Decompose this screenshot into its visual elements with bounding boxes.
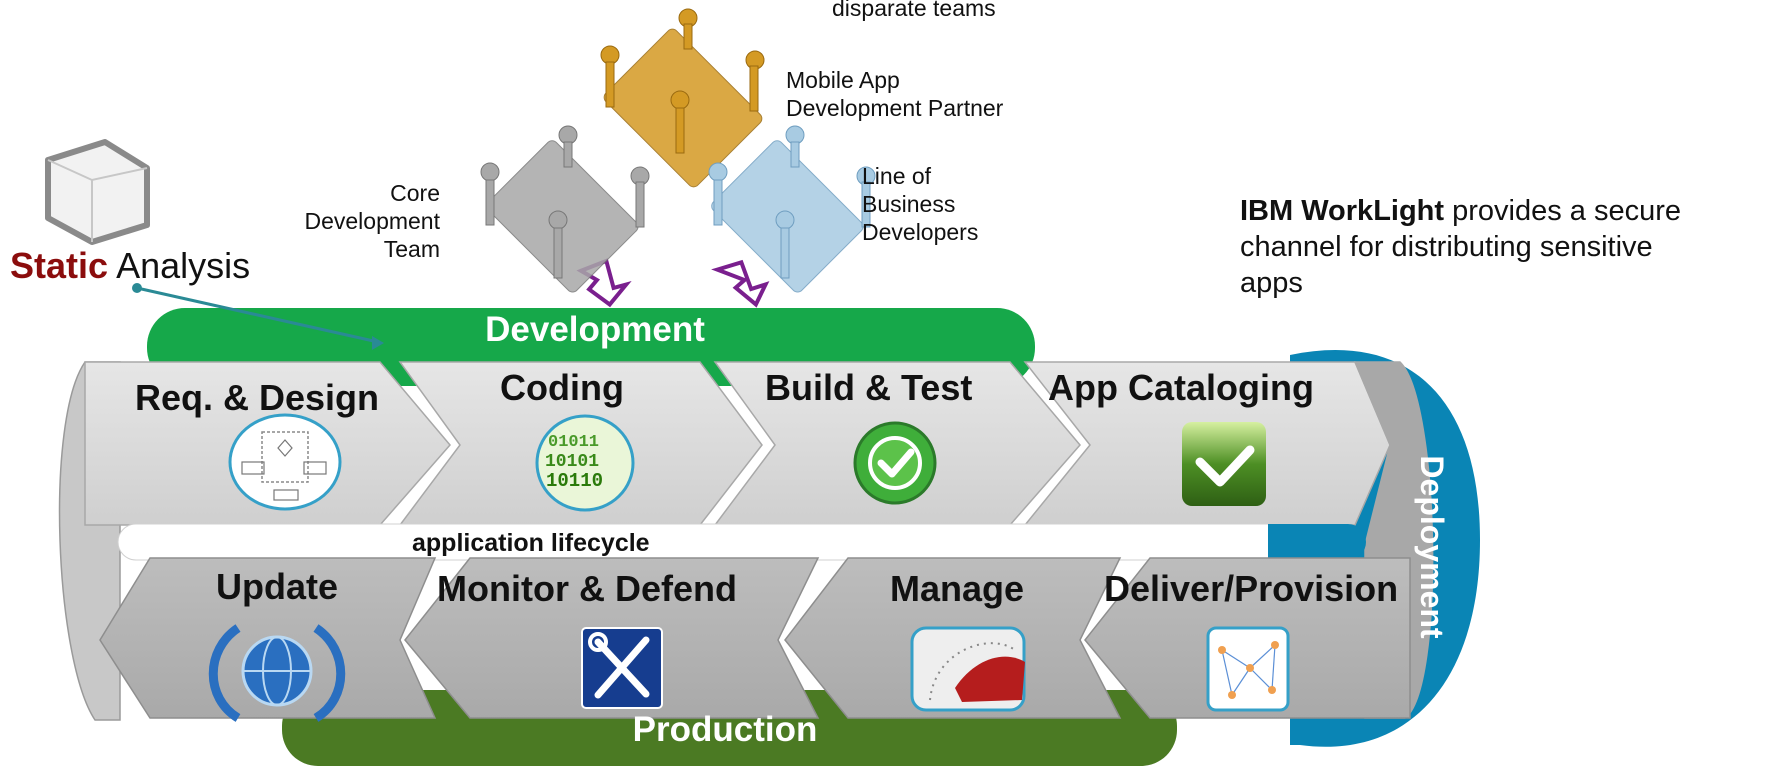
- globe-refresh-icon: [208, 624, 346, 722]
- worklight-name: IBM WorkLight: [1240, 195, 1445, 227]
- lifecycle-bar: [117, 523, 1364, 561]
- deployment-band-label: Deployment: [1414, 455, 1450, 639]
- flowchart-icon: [228, 413, 342, 511]
- green-check-square-icon: [1182, 422, 1266, 506]
- analysis-word: Analysis: [108, 245, 251, 286]
- lob-team-figure: [708, 125, 876, 293]
- stage-monitor-defend: Monitor & Defend: [437, 568, 737, 609]
- stage-manage: Manage: [890, 568, 1025, 609]
- stage-req-design: Req. & Design: [135, 377, 380, 418]
- svg-text:01011: 01011: [548, 433, 599, 452]
- core-team-figure: [480, 125, 650, 293]
- static-word: Static: [10, 245, 109, 286]
- dial-gauge-icon: [910, 626, 1026, 712]
- static-analysis-connector: [136, 286, 379, 344]
- worklight-description: provides a secure channel for distributi…: [1240, 195, 1682, 299]
- worklight-note: IBM WorkLight provides a secure channel …: [1240, 193, 1700, 301]
- disparate-teams-label: disparate teams: [832, 0, 996, 21]
- stage-app-cataloging: App Cataloging: [1048, 367, 1314, 408]
- svg-text:10101: 10101: [545, 452, 599, 472]
- stage-update: Update: [216, 566, 339, 607]
- cube-icon: [45, 139, 150, 245]
- static-analysis-label: Static Analysis: [10, 245, 250, 287]
- stage-deliver-provision: Deliver/Provision: [1104, 568, 1399, 609]
- green-check-circle-icon: [853, 421, 937, 505]
- team-arrows: [576, 258, 770, 308]
- network-graph-icon: [1206, 626, 1290, 712]
- binary-code-icon: 01011 10101 10110: [535, 414, 635, 512]
- svg-text:10110: 10110: [546, 470, 603, 492]
- lifecycle-bar-label: application lifecycle: [412, 529, 650, 557]
- lob-team-label: Line of Business Developers: [862, 163, 979, 245]
- stage-build-test: Build & Test: [765, 367, 973, 408]
- core-team-label: Core Development Team: [304, 180, 440, 262]
- development-band-label: Development: [485, 310, 705, 349]
- production-band-label: Production: [632, 710, 818, 749]
- stage-coding: Coding: [500, 367, 624, 408]
- partner-team-figure: [600, 8, 765, 188]
- tools-icon: [581, 627, 663, 709]
- partner-team-label: Mobile App Development Partner: [786, 67, 1004, 121]
